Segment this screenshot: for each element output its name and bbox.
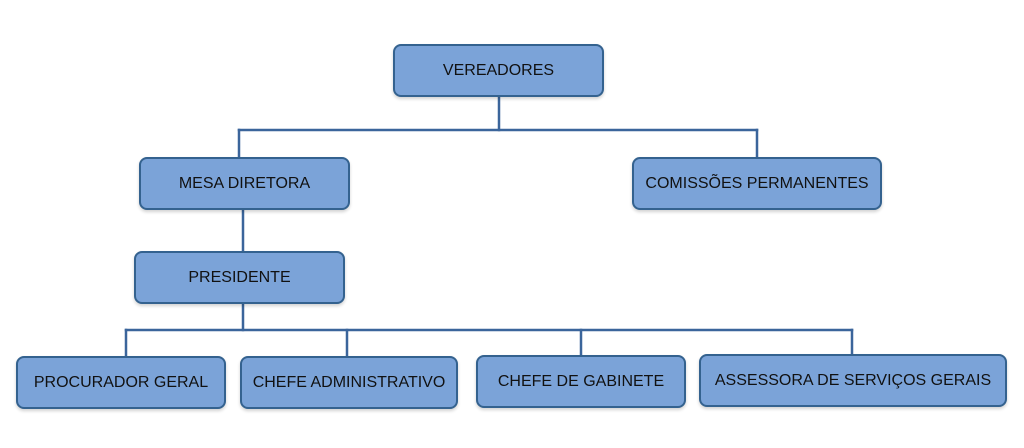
node-label: ASSESSORA DE SERVIÇOS GERAIS (714, 371, 992, 389)
node-assessora-servicos-gerais: ASSESSORA DE SERVIÇOS GERAIS (699, 354, 1007, 407)
node-label: VEREADORES (442, 61, 555, 79)
node-label: MESA DIRETORA (178, 174, 311, 192)
node-label: CHEFE ADMINISTRATIVO (252, 373, 446, 391)
node-label: PRESIDENTE (188, 268, 291, 286)
node-label: CHEFE DE GABINETE (497, 372, 665, 390)
node-presidente: PRESIDENTE (134, 251, 345, 304)
node-procurador-geral: PROCURADOR GERAL (16, 356, 226, 409)
node-comissoes-permanentes: COMISSÕES PERMANENTES (632, 157, 882, 210)
node-label: PROCURADOR GERAL (33, 373, 209, 391)
node-chefe-de-gabinete: CHEFE DE GABINETE (476, 355, 686, 408)
node-mesa-diretora: MESA DIRETORA (139, 157, 350, 210)
node-vereadores: VEREADORES (393, 44, 604, 97)
node-chefe-administrativo: CHEFE ADMINISTRATIVO (240, 356, 458, 409)
node-label: COMISSÕES PERMANENTES (645, 174, 869, 192)
